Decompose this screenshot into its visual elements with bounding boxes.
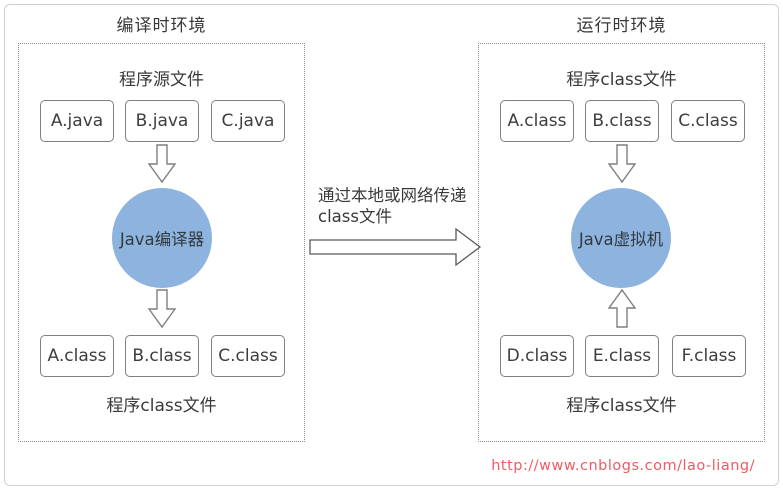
file-box-e-class: E.class (585, 335, 659, 377)
compile-env-panel (18, 43, 305, 442)
transfer-caption: 通过本地或网络传递 class文件 (318, 185, 467, 227)
file-box-b-java: B.java (125, 100, 199, 142)
runtime-env-title: 运行时环境 (576, 16, 667, 36)
file-box-a-class-left: A.class (40, 335, 114, 377)
outer-frame (4, 4, 779, 486)
down-arrow-icon (148, 289, 176, 329)
file-box-b-class-left: B.class (125, 335, 199, 377)
source-files-label: 程序源文件 (119, 70, 204, 90)
file-box-a-java: A.java (40, 100, 114, 142)
class-files-label-right-top: 程序class文件 (566, 70, 677, 90)
runtime-env-panel (478, 43, 765, 442)
file-box-c-class-right: C.class (671, 100, 745, 142)
up-arrow-icon (608, 288, 636, 328)
java-vm-circle: Java虚拟机 (571, 188, 671, 288)
class-files-label-right-bottom: 程序class文件 (566, 396, 677, 416)
class-files-label-left: 程序class文件 (106, 396, 217, 416)
java-compiler-circle: Java编译器 (112, 188, 212, 288)
transfer-caption-line2: class文件 (318, 207, 392, 226)
file-box-b-class-right: B.class (585, 100, 659, 142)
file-box-d-class: D.class (500, 335, 574, 377)
down-arrow-icon (148, 144, 176, 184)
compile-env-title: 编译时环境 (116, 16, 207, 36)
file-box-c-class-left: C.class (211, 335, 285, 377)
down-arrow-icon (608, 144, 636, 184)
transfer-caption-line1: 通过本地或网络传递 (318, 186, 467, 205)
file-box-c-java: C.java (211, 100, 285, 142)
source-url-text: http://www.cnblogs.com/lao-liang/ (491, 458, 755, 474)
file-box-a-class-right: A.class (500, 100, 574, 142)
right-arrow-icon (309, 227, 482, 267)
file-box-f-class: F.class (672, 335, 746, 377)
